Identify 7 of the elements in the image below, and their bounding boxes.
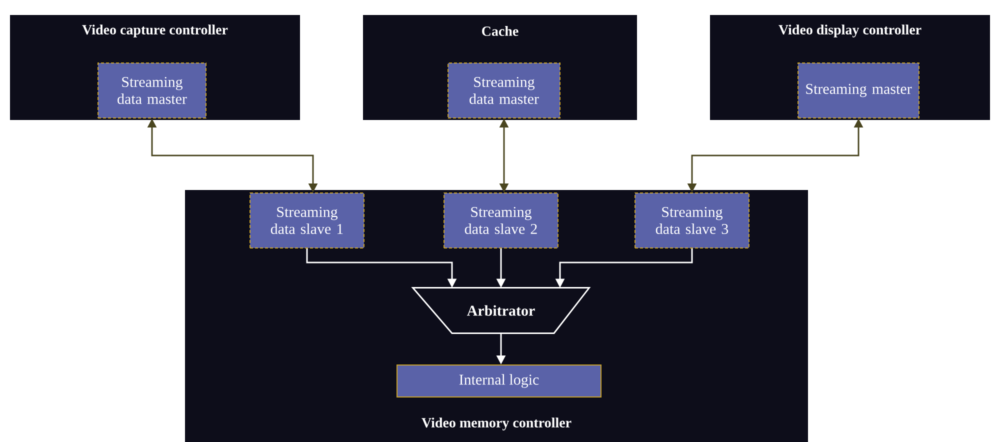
port-box: Streaming data slave 3 <box>634 192 750 248</box>
port-box: Streaming data slave 2 <box>444 192 558 248</box>
port-box: Streaming data master <box>448 62 560 118</box>
logic-box: Internal logic <box>396 364 602 398</box>
port-box: Streaming data master <box>98 62 206 118</box>
port-box: Streaming master <box>798 62 920 118</box>
port-box: Streaming data slave 1 <box>250 192 364 248</box>
